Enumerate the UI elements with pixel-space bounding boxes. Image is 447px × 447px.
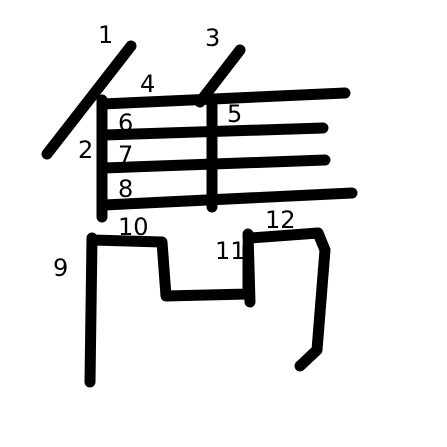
label-2: 2 xyxy=(78,136,93,164)
label-11: 11 xyxy=(215,237,246,265)
label-7: 7 xyxy=(118,141,133,169)
stroke-9 xyxy=(84,232,98,388)
label-12: 12 xyxy=(265,206,296,234)
label-5: 5 xyxy=(227,100,242,128)
stroke-8 xyxy=(98,187,358,211)
stroke-4 xyxy=(96,87,351,110)
label-9: 9 xyxy=(53,254,68,282)
stroke-6 xyxy=(98,122,329,141)
label-6: 6 xyxy=(118,109,133,137)
label-1: 1 xyxy=(98,21,113,49)
stroke-7 xyxy=(98,154,331,174)
stroke-3 xyxy=(194,44,246,108)
label-8: 8 xyxy=(118,175,133,203)
label-3: 3 xyxy=(205,24,220,52)
stroke-numbers: 1 2 3 4 5 6 7 8 9 10 11 12 xyxy=(53,21,296,282)
stroke-1 xyxy=(41,40,137,160)
label-4: 4 xyxy=(140,70,155,98)
label-10: 10 xyxy=(118,213,149,241)
stroke-11 xyxy=(242,228,256,308)
stroke-12 xyxy=(244,227,331,372)
character-strokes xyxy=(41,40,358,388)
